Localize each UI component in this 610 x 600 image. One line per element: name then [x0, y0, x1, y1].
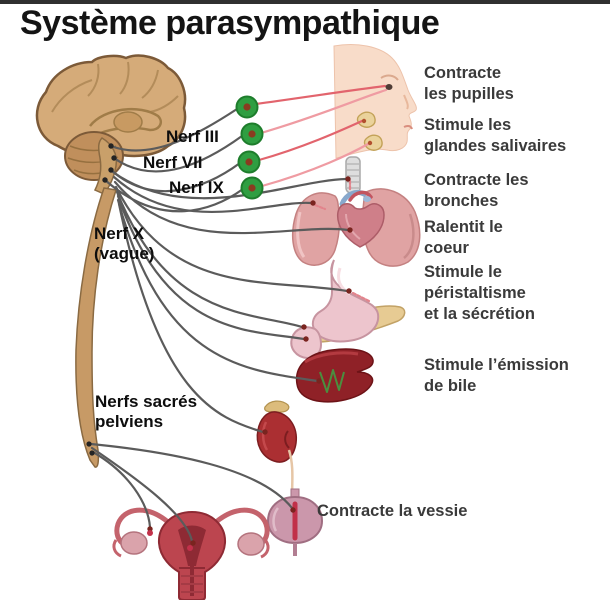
label-effect-bile: Stimule l’émission de bile	[424, 356, 569, 395]
label-effect-peristaltisme: Stimule le péristaltisme et la sécrétion	[424, 263, 535, 323]
left-ovary-illustration	[120, 531, 148, 555]
brain-illustration	[35, 54, 187, 195]
heart-illustration	[336, 189, 385, 248]
eye-dot	[385, 84, 393, 90]
label-effect-bronches: Contracte les bronches	[424, 171, 529, 210]
vagal-nerve-paths	[111, 170, 350, 434]
label-nerf-vii: Nerf VII	[143, 153, 203, 172]
label-effect-pupilles: Contracte les pupilles	[424, 64, 514, 103]
ganglion-node	[240, 176, 264, 200]
face-profile-illustration	[333, 44, 417, 159]
nerve-origin-dots	[86, 143, 117, 456]
adrenal-gland-illustration	[264, 400, 290, 413]
label-nerf-ix: Nerf IX	[169, 178, 224, 197]
ganglion-node	[237, 150, 261, 174]
stomach-illustration	[290, 259, 380, 360]
label-effect-coeur: Ralentit le coeur	[424, 218, 503, 257]
trachea-illustration	[345, 156, 361, 194]
page-title: Système parasympathique	[20, 4, 440, 42]
sacral-nerve-paths	[89, 442, 294, 543]
top-border-bar	[0, 0, 610, 4]
spinal-cord-illustration	[75, 187, 117, 468]
uterus-illustration	[112, 507, 270, 600]
nerve-endpoint-dots	[147, 118, 373, 551]
bladder-illustration	[266, 488, 324, 556]
label-nerf-iii: Nerf III	[166, 127, 219, 146]
ganglion-node	[235, 95, 259, 119]
liver-illustration	[295, 348, 374, 403]
ganglion-node	[240, 122, 264, 146]
salivary-glands-illustration	[356, 111, 383, 151]
label-effect-glandes-salivaires: Stimule les glandes salivaires	[424, 116, 567, 155]
right-ovary-illustration	[237, 532, 265, 556]
label-nerf-x: Nerf X (vague)	[94, 224, 155, 264]
bile-duct-squiggle	[319, 369, 345, 393]
label-effect-vessie: Contracte la vessie	[317, 502, 468, 520]
duodenum-illustration	[290, 326, 323, 360]
label-nerfs-sacres-pelviens: Nerfs sacrés pelviens	[95, 392, 198, 432]
ganglion-nodes	[235, 95, 264, 200]
kidney-illustration	[256, 400, 297, 498]
postganglionic-paths	[254, 84, 388, 303]
